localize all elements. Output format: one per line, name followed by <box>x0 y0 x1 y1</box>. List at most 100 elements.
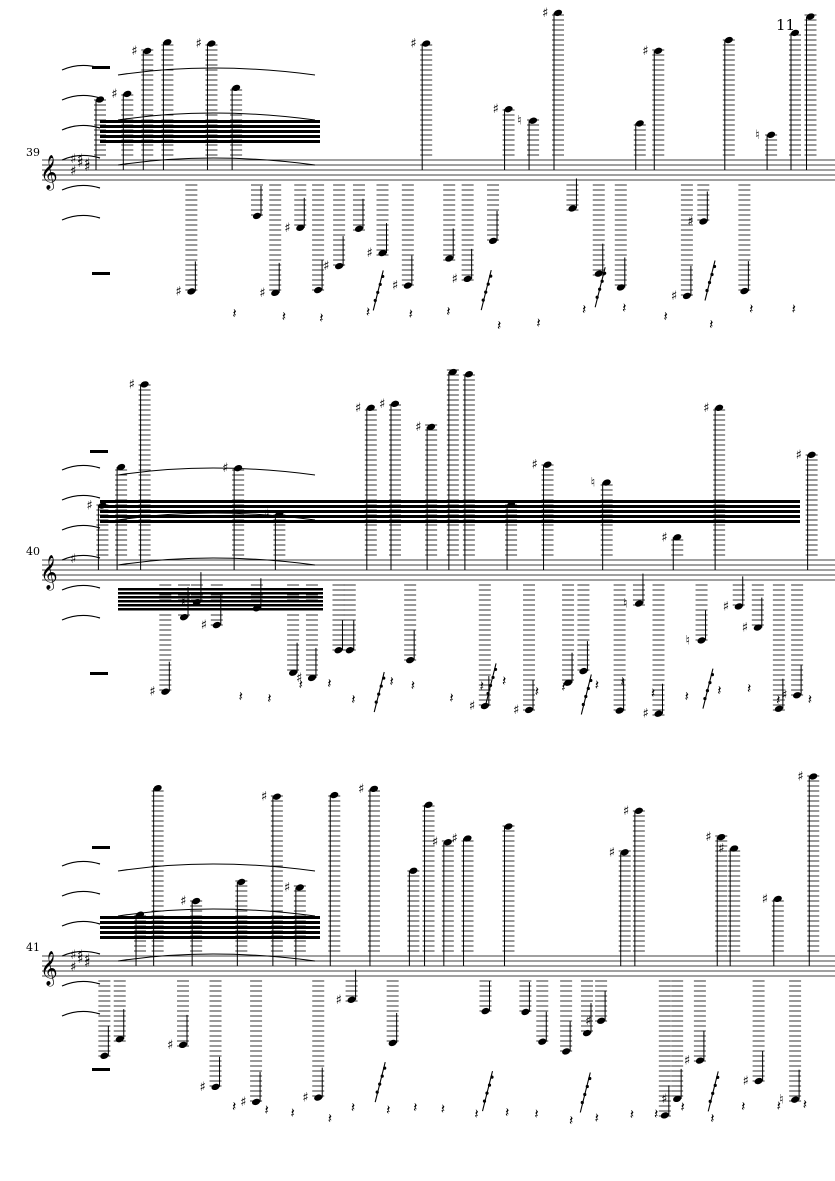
staff-system-40: 𝄞♯♯♯♯♮♯♯♯♯♯♯♯♯♯♯♮♮♯♯♮♯♯♯♯♯𝄽𝄽𝄽𝄽𝄽𝄽𝄽𝄽𝄽𝄽𝄽𝄽𝄽𝄽… <box>40 368 835 722</box>
notehead <box>117 463 126 471</box>
accidental: ♯ <box>284 221 290 236</box>
accidental: ♮ <box>623 597 628 612</box>
notehead <box>211 1083 220 1091</box>
treble-clef: 𝄞 <box>40 951 58 987</box>
notehead <box>212 621 221 629</box>
grace-note <box>586 686 590 691</box>
grace-note <box>710 272 714 277</box>
accidental: ♯ <box>469 699 475 714</box>
accidental: ♯ <box>661 1092 667 1107</box>
grace-note <box>484 290 488 294</box>
rest: 𝄽 <box>664 309 668 325</box>
whole-rest <box>92 846 110 849</box>
notehead <box>95 96 105 103</box>
rest: 𝄽 <box>747 681 751 697</box>
beam <box>118 592 323 595</box>
notehead <box>724 36 733 44</box>
notehead <box>754 1077 763 1085</box>
key-sharp: ♯ <box>84 952 90 967</box>
accidental: ♯ <box>240 1095 246 1110</box>
notehead <box>314 1094 323 1101</box>
accidental: ♯ <box>415 420 421 435</box>
tie <box>61 184 101 191</box>
slur <box>117 112 316 121</box>
notehead <box>528 117 538 124</box>
accidental: ♯ <box>259 286 265 301</box>
notehead <box>271 289 280 297</box>
grace-note <box>712 264 717 269</box>
notehead <box>654 710 663 717</box>
notehead <box>767 131 776 138</box>
grace-note <box>707 280 712 285</box>
notehead <box>480 702 489 710</box>
rest: 𝄽 <box>777 1098 781 1114</box>
grace-note <box>383 1066 387 1070</box>
rest: 𝄽 <box>411 678 415 694</box>
notehead <box>424 801 433 808</box>
rest: 𝄽 <box>749 302 753 318</box>
notehead <box>697 637 706 644</box>
rest: 𝄽 <box>441 1101 445 1117</box>
notehead <box>806 13 815 20</box>
rest: 𝄽 <box>595 678 599 694</box>
rest: 𝄽 <box>480 679 484 695</box>
notehead <box>734 603 743 610</box>
rest: 𝄽 <box>536 315 540 331</box>
rest: 𝄽 <box>449 690 453 706</box>
notehead <box>538 1038 547 1045</box>
whole-rest <box>90 450 108 453</box>
whole-rest <box>90 672 108 675</box>
accidental: ♯ <box>609 845 615 860</box>
key-sharp: ♯ <box>70 948 76 963</box>
accidental: ♮ <box>181 595 186 610</box>
accidental: ♯ <box>585 1014 591 1029</box>
accidental: ♯ <box>129 377 135 392</box>
rest: 𝄽 <box>497 318 501 334</box>
notehead <box>388 1039 397 1047</box>
accidental: ♮ <box>517 114 522 129</box>
accidental: ♯ <box>355 401 361 416</box>
grace-note <box>493 667 498 672</box>
tie <box>61 890 101 897</box>
page-number: 11 <box>776 16 796 34</box>
notehead <box>98 502 107 509</box>
notehead <box>232 84 241 92</box>
grace-note <box>380 1074 384 1078</box>
accidental: ♯ <box>542 6 548 21</box>
measure-number-39: 39 <box>26 146 40 159</box>
notehead <box>179 614 189 621</box>
grace-note <box>491 675 495 680</box>
notehead <box>660 1112 669 1119</box>
rest: 𝄽 <box>409 306 413 322</box>
rest: 𝄽 <box>621 674 625 690</box>
slur <box>117 467 316 476</box>
rest: 𝄽 <box>595 1111 599 1127</box>
accidental: ♯ <box>336 993 342 1008</box>
beam <box>100 520 800 523</box>
notehead <box>488 237 498 245</box>
notehead <box>602 479 611 486</box>
rest: 𝄽 <box>792 301 796 317</box>
key-sharp: ♯ <box>77 952 83 967</box>
notehead <box>521 1008 530 1016</box>
accidental: ♯ <box>642 707 648 722</box>
accidental: ♯ <box>762 892 768 907</box>
rest: 𝄽 <box>803 1097 807 1113</box>
rest: 𝄽 <box>776 692 780 708</box>
notehead <box>143 47 152 55</box>
notehead <box>366 404 375 411</box>
notehead <box>673 1095 682 1103</box>
grace-note <box>711 1091 715 1095</box>
slur <box>117 908 316 917</box>
rest: 𝄽 <box>741 1099 745 1115</box>
tie <box>61 860 101 867</box>
grace-note <box>603 271 607 275</box>
accidental: ♯ <box>796 448 802 463</box>
accidental: ♯ <box>797 769 803 784</box>
notehead <box>313 286 323 294</box>
notehead <box>594 270 603 277</box>
accidental: ♯ <box>392 279 398 294</box>
rest: 𝄽 <box>386 1102 390 1118</box>
notehead <box>354 225 364 232</box>
rest: 𝄽 <box>351 692 355 708</box>
